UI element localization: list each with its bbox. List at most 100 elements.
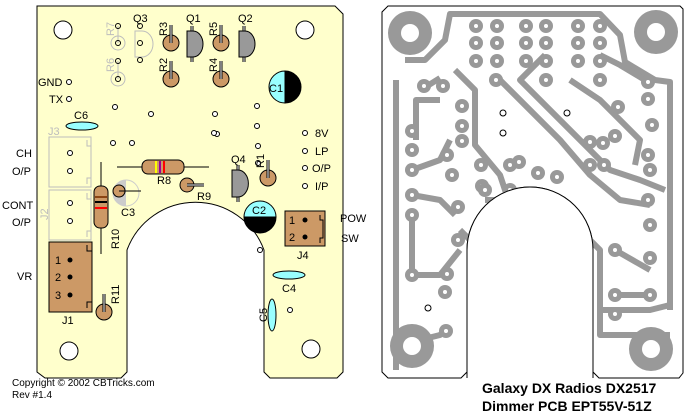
r10-label: R10	[110, 229, 122, 249]
r10	[93, 162, 109, 254]
pad-hole	[598, 41, 602, 45]
pad-hole	[544, 59, 548, 63]
slot-outline	[466, 186, 594, 378]
pad-hole	[483, 188, 487, 192]
c4-label: C4	[282, 283, 296, 295]
r3-label: R3	[158, 22, 170, 36]
r8	[117, 159, 209, 175]
pad-hole	[495, 59, 499, 63]
r6-label: R6	[105, 58, 117, 72]
r9-label: R9	[197, 191, 211, 203]
pad-hole	[474, 41, 478, 45]
q3-label: Q3	[133, 13, 148, 25]
r6-ghost	[110, 58, 126, 87]
pad-hole	[616, 105, 620, 109]
pad-hole	[517, 160, 521, 164]
pad-hole	[524, 41, 528, 45]
pad-hole	[613, 248, 617, 252]
pad-hole	[479, 163, 483, 167]
pad-hole	[444, 329, 448, 333]
pad-hole	[598, 59, 602, 63]
pad-8v	[302, 130, 308, 136]
pad-hole	[460, 124, 464, 128]
j1-pin1: 1	[55, 255, 61, 267]
pad-hole	[474, 24, 478, 28]
pad-hole	[648, 293, 652, 297]
pad-hole	[544, 41, 548, 45]
pad-hole	[646, 153, 650, 157]
pad-hole	[445, 153, 449, 157]
pad-hole	[460, 104, 464, 108]
j4-pin2: 2	[289, 232, 295, 244]
pad-hole	[495, 41, 499, 45]
pad-lp	[302, 148, 308, 154]
pad-hole	[648, 256, 652, 260]
c1-label: C1	[269, 83, 283, 95]
component-side-board: R7 R6 Q3 R3 R2 Q1	[2, 5, 367, 379]
pad-hole	[410, 129, 414, 133]
pad-hole	[443, 290, 447, 294]
pad-hole	[410, 193, 414, 197]
misc-pads	[110, 103, 293, 313]
r4	[212, 61, 230, 88]
pad-hole	[441, 84, 445, 88]
solder-side-board	[381, 5, 684, 379]
r5-label: R5	[208, 22, 220, 36]
revision-text: Rev #1.4	[12, 390, 52, 401]
board-title-line1: Galaxy DX Radios DX2517	[482, 380, 657, 396]
mounting-hole	[295, 20, 315, 40]
unplated-holes	[424, 109, 571, 312]
pad-hole	[588, 140, 592, 144]
c2	[243, 200, 277, 234]
pad-hole	[613, 134, 617, 138]
pad-hole	[576, 24, 580, 28]
c6	[65, 121, 99, 131]
q1	[186, 26, 204, 62]
board-title-line2: Dimmer PCB EPT55V-51Z	[482, 398, 652, 414]
pad-hole	[536, 171, 540, 175]
j4-pin1: 1	[289, 215, 295, 227]
pad-hole	[495, 24, 499, 28]
r7-label: R7	[105, 22, 117, 36]
copyright-text: Copyright © 2002 CBTricks.com	[12, 378, 155, 389]
pad-hole	[598, 24, 602, 28]
r1-label: R1	[255, 154, 267, 168]
q2-label: Q2	[238, 13, 253, 25]
j1-pin2: 2	[55, 272, 61, 284]
pad-hole	[460, 139, 464, 143]
pad-hole	[613, 312, 617, 316]
sw-label: SW	[341, 233, 359, 245]
cont-label: CONT	[2, 200, 33, 212]
ip-label: I/P	[315, 181, 328, 193]
pad-hole	[601, 141, 605, 145]
pad-holes-large	[401, 23, 665, 358]
pad-hole	[450, 173, 454, 177]
q2	[238, 26, 256, 62]
ch-label: CH	[16, 148, 32, 160]
r5	[212, 25, 230, 52]
pad-hole	[445, 272, 449, 276]
tx-label: TX	[49, 94, 64, 106]
pad-hole	[648, 223, 652, 227]
small-pads	[405, 19, 659, 338]
c3	[112, 179, 141, 207]
j3-ghost	[48, 136, 92, 188]
c6-label: C6	[74, 110, 88, 122]
j4-label: J4	[297, 250, 309, 262]
q3-ghost	[134, 23, 154, 63]
pad-hole	[598, 78, 602, 82]
pad-hole	[456, 238, 460, 242]
j1-label: J1	[62, 315, 74, 327]
pad-hole	[646, 198, 650, 202]
pad-hole	[646, 80, 650, 84]
op-label: O/P	[312, 163, 331, 175]
lp-label: LP	[315, 146, 328, 158]
pad-hole	[646, 97, 650, 101]
pad-hole	[544, 78, 548, 82]
j2-ghost	[48, 189, 92, 241]
pad-hole	[576, 59, 580, 63]
pad-hole	[410, 148, 414, 152]
r8-label: R8	[157, 175, 171, 187]
pad-hole	[508, 163, 512, 167]
8v-label: 8V	[315, 128, 329, 140]
